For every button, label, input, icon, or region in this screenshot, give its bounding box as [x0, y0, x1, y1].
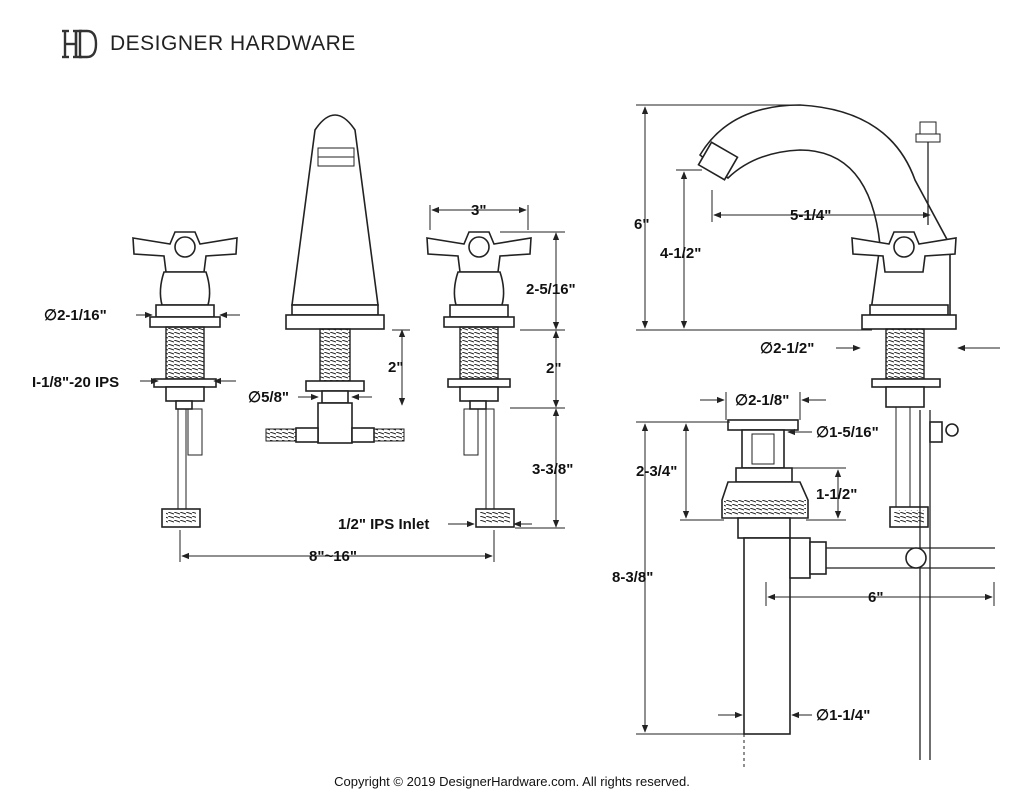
- drain-body-diameter-label: ∅1-5/16": [816, 424, 879, 441]
- drain-height-b-label: 1-1/2": [816, 486, 857, 503]
- valve-shank-height-label: 2": [546, 360, 561, 377]
- thread-size-label: I-1/8"-20 IPS: [32, 374, 119, 391]
- base-diameter-label: ∅2-1/2": [760, 340, 814, 357]
- lift-rod-reach-label: 6": [868, 589, 883, 606]
- valve-body-height-label: 3-3/8": [532, 461, 573, 478]
- handle-width-label: 3": [471, 202, 486, 219]
- side-view-faucet: [697, 104, 959, 760]
- inlet-label: 1/2" IPS Inlet: [338, 516, 429, 533]
- left-handle-valve: [132, 231, 238, 528]
- handle-diameter-label: ∅2-1/16": [44, 307, 107, 324]
- center-spout: [265, 114, 405, 444]
- tailpiece-diameter-label: ∅1-1/4": [816, 707, 870, 724]
- overall-height-label: 6": [634, 216, 649, 233]
- spout-height-label: 4-1/2": [660, 245, 701, 262]
- dh-monogram-logo: [62, 29, 98, 59]
- spout-reach-label: 5-1/4": [790, 207, 831, 224]
- right-handle-valve: [426, 231, 532, 528]
- copyright-notice: Copyright © 2019 DesignerHardware.com. A…: [334, 774, 690, 789]
- spread-label: 8"~16": [309, 548, 357, 565]
- spout-shank-height-label: 2": [388, 359, 403, 376]
- popup-drain: [721, 419, 995, 770]
- brand-header: DESIGNER HARDWARE: [60, 24, 356, 64]
- drain-total-height-label: 8-3/8": [612, 569, 653, 586]
- outlet-diameter-label: ∅5/8": [248, 389, 289, 406]
- drain-height-a-label: 2-3/4": [636, 463, 677, 480]
- drain-top-diameter-label: ∅2-1/8": [735, 392, 789, 409]
- handle-height-label: 2-5/16": [526, 281, 576, 298]
- brand-name: DESIGNER HARDWARE: [110, 32, 356, 55]
- dimension-lines: [136, 104, 1000, 735]
